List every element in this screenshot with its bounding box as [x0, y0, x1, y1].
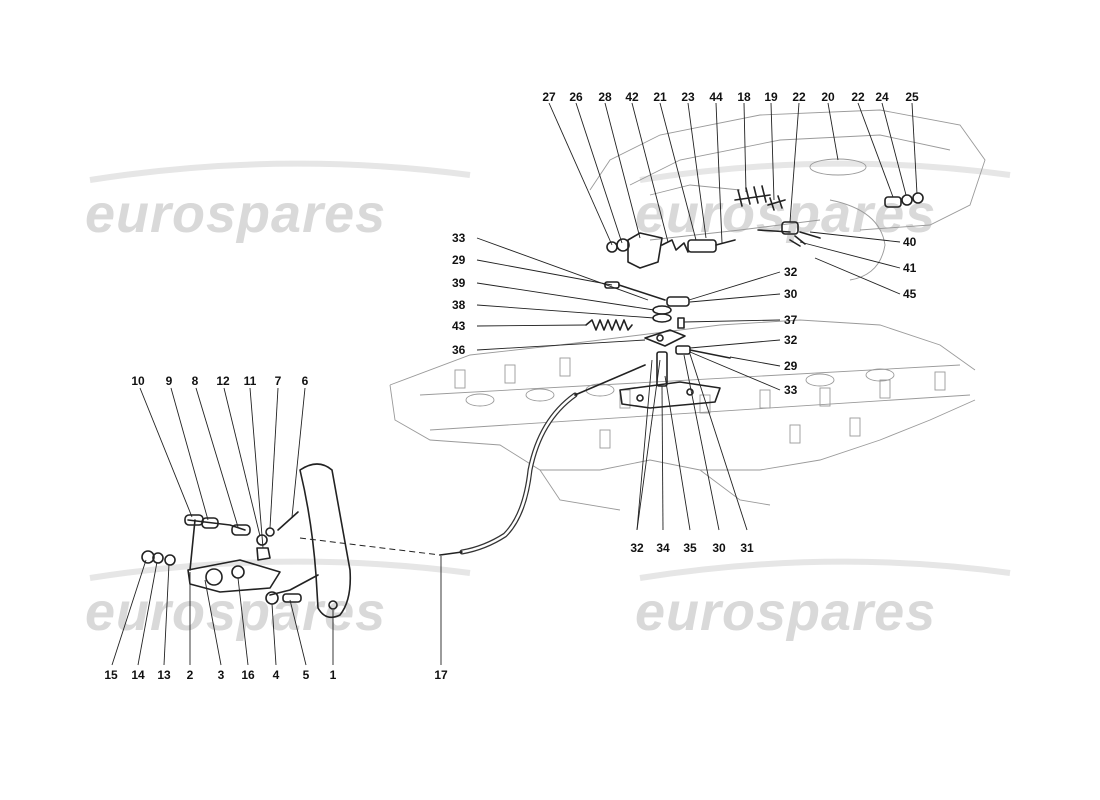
callout-10: 10 [131, 374, 145, 388]
callouts-pedal-bottom: 15 14 13 2 3 16 4 5 1 [104, 668, 336, 682]
throttle-linkage-parts [439, 185, 924, 556]
callout-39: 39 [452, 276, 466, 290]
engine-block-drawing [389, 109, 986, 511]
callout-4: 4 [273, 668, 280, 682]
callout-21: 21 [653, 90, 667, 104]
callout-26: 26 [569, 90, 583, 104]
callouts-left-upper: 33 29 39 38 43 36 [452, 231, 466, 357]
callout-38: 38 [452, 298, 466, 312]
callout-45: 45 [903, 287, 917, 301]
callout-42: 42 [625, 90, 639, 104]
callout-30b: 30 [712, 541, 726, 555]
callout-30: 30 [784, 287, 798, 301]
callout-22: 22 [792, 90, 806, 104]
callout-37: 37 [784, 313, 798, 327]
callout-20: 20 [821, 90, 835, 104]
callout-1: 1 [330, 668, 337, 682]
callout-7: 7 [275, 374, 282, 388]
callout-16: 16 [241, 668, 255, 682]
watermark-top-left: eurospares [85, 184, 386, 244]
callout-32: 32 [784, 265, 798, 279]
watermark-bottom-left: eurospares [85, 582, 386, 642]
callout-25: 25 [905, 90, 919, 104]
callout-labels: 27 26 28 42 21 23 44 18 19 22 20 22 24 2… [104, 90, 919, 682]
callouts-top: 27 26 28 42 21 23 44 18 19 22 20 22 24 2… [542, 90, 919, 104]
callout-9: 9 [166, 374, 173, 388]
callout-2: 2 [187, 668, 194, 682]
callout-17: 17 [434, 668, 448, 682]
callout-40: 40 [903, 235, 917, 249]
callout-5: 5 [303, 668, 310, 682]
callout-31: 31 [740, 541, 754, 555]
callout-35: 35 [683, 541, 697, 555]
callout-23: 23 [681, 90, 695, 104]
callout-33b: 33 [452, 231, 466, 245]
callout-13: 13 [157, 668, 171, 682]
callout-6: 6 [302, 374, 309, 388]
callout-32b: 32 [784, 333, 798, 347]
callout-41: 41 [903, 261, 917, 275]
callout-14: 14 [131, 668, 145, 682]
callout-29: 29 [784, 359, 798, 373]
callout-12: 12 [216, 374, 230, 388]
callout-15: 15 [104, 668, 118, 682]
callout-32c: 32 [630, 541, 644, 555]
callout-28: 28 [598, 90, 612, 104]
callout-36: 36 [452, 343, 466, 357]
callouts-bottom-right: 32 34 35 30 31 [630, 541, 754, 555]
callout-27: 27 [542, 90, 556, 104]
callouts-cable: 17 [434, 668, 448, 682]
callout-24: 24 [875, 90, 889, 104]
callout-11: 11 [244, 374, 257, 388]
watermarks: eurospares eurospares eurospares eurospa… [85, 160, 1011, 642]
callout-33: 33 [784, 383, 798, 397]
callouts-pedal-top: 10 9 8 12 11 7 6 [131, 374, 308, 388]
callout-34: 34 [656, 541, 670, 555]
callout-22b: 22 [851, 90, 865, 104]
callout-29b: 29 [452, 253, 466, 267]
callout-8: 8 [192, 374, 199, 388]
callouts-right: 40 41 45 32 30 37 32 29 33 [784, 235, 917, 397]
callout-44: 44 [709, 90, 723, 104]
watermark-bottom-right: eurospares [635, 582, 936, 642]
callout-18: 18 [737, 90, 751, 104]
callout-3: 3 [218, 668, 225, 682]
leader-lines [111, 102, 918, 666]
callout-19: 19 [764, 90, 778, 104]
watermark-top-right: eurospares [635, 184, 936, 244]
callout-43: 43 [452, 319, 466, 333]
